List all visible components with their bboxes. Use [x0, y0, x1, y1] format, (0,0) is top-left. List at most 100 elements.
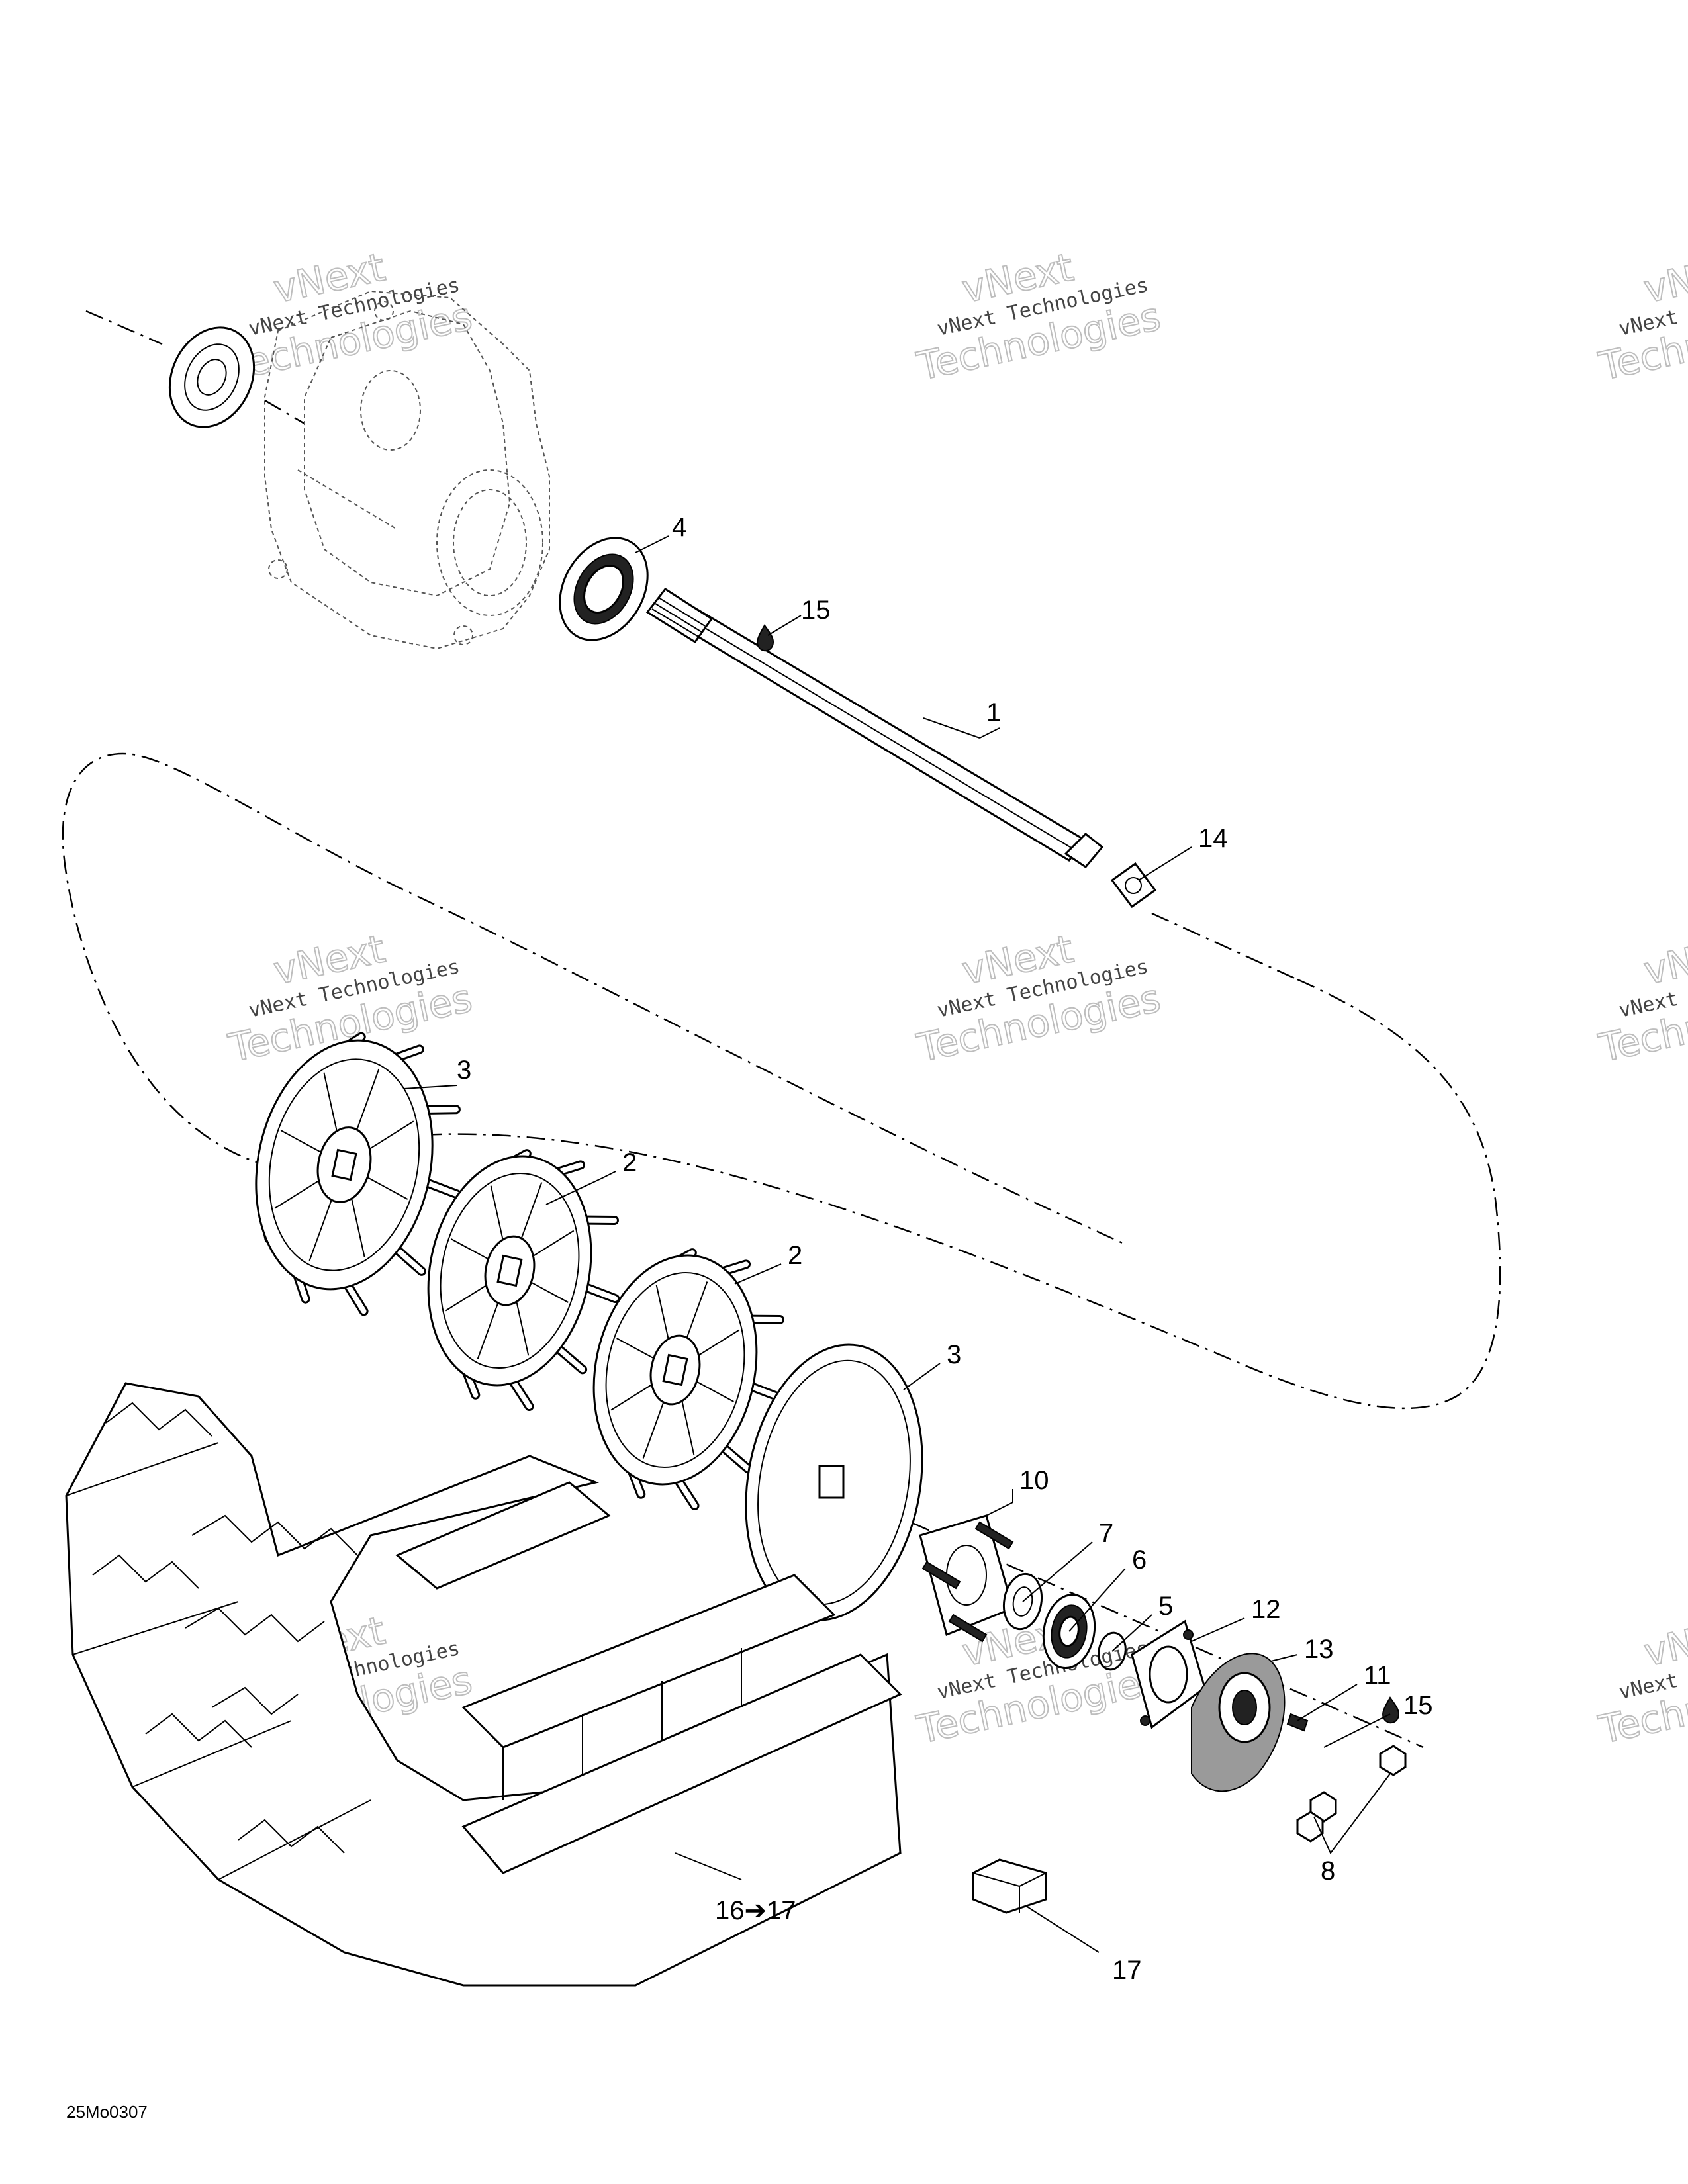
sprocket-spoke: [515, 1299, 530, 1356]
chaincase-boss: [374, 301, 394, 321]
track-slide-upper: [395, 1481, 611, 1590]
callout-2: 2: [622, 1148, 637, 1177]
sprocket-spoke: [694, 1380, 734, 1402]
leader-13: [1270, 1654, 1298, 1662]
sprocket-spoke: [520, 1182, 543, 1241]
wheel-hex-bore: [818, 1465, 845, 1499]
watermark-line1: vNext: [1640, 1608, 1688, 1675]
leader-10: [986, 1489, 1013, 1516]
sprocket-inner-rim: [440, 1172, 580, 1369]
sprocket-inner-rim: [268, 1058, 420, 1271]
sprocket-spoke: [616, 1338, 656, 1360]
drive-shaft-part-1: [645, 587, 1104, 868]
sprocket-spoke: [490, 1185, 504, 1242]
sprocket-spoke: [445, 1283, 489, 1312]
sprocket-spoke: [685, 1281, 708, 1340]
leader-11: [1297, 1684, 1358, 1721]
sprocket-hex-bore: [496, 1254, 523, 1287]
chaincase-bore-inner: [453, 489, 527, 596]
plate-hole: [1183, 1629, 1194, 1640]
leader-2a: [545, 1171, 616, 1205]
nut: [1296, 1811, 1324, 1843]
track-slide-lower: [461, 1653, 902, 1874]
leader-6: [1068, 1568, 1126, 1632]
callout-14: 14: [1198, 824, 1228, 853]
nuts-part-8: [1296, 1745, 1407, 1843]
bearing-housing-part-10: [919, 1514, 1014, 1643]
callout-7: 7: [1099, 1519, 1113, 1548]
callout-15: 15: [1403, 1691, 1433, 1720]
callout-16-17: 16➔17: [715, 1896, 796, 1925]
leader-16: [675, 1852, 742, 1880]
seal-part-4: [559, 537, 649, 641]
bearing-bore: [197, 359, 227, 396]
sprocket-spoke: [451, 1238, 491, 1261]
track-center-cleats: [185, 1514, 358, 1715]
track-path-outline: [62, 752, 1501, 1410]
chaincase-bore: [436, 469, 543, 616]
sprocket-tooth-face: [391, 1244, 424, 1274]
sprocket-spoke: [642, 1400, 665, 1459]
watermark-top-center: vNext vNext Technologies Technologies: [912, 244, 1165, 389]
sprocket-hex-bore: [331, 1148, 357, 1181]
callout-11: 11: [1364, 1661, 1391, 1690]
leader-12: [1191, 1617, 1245, 1642]
leader-17: [1025, 1905, 1100, 1953]
sprocket-spoke: [610, 1383, 654, 1411]
sprocket-spoke: [355, 1068, 380, 1132]
sprocket-spoke: [323, 1072, 338, 1134]
leader-7: [1022, 1541, 1093, 1602]
leader-3b: [903, 1363, 941, 1390]
sprocket-spoke: [274, 1179, 321, 1209]
sprocket-spoke: [365, 1175, 408, 1200]
leader-14: [1138, 846, 1192, 881]
bearing-race: [184, 343, 240, 411]
watermark-line1: vNext: [1640, 926, 1688, 993]
sprocket-hex-bore: [662, 1353, 688, 1387]
stud: [948, 1614, 988, 1643]
sprocket-spoke: [350, 1196, 365, 1257]
chaincase-outline: [264, 290, 550, 650]
upper-bearing: [168, 326, 256, 428]
sprocket-spoke: [367, 1120, 414, 1151]
sprocket-spoke: [308, 1197, 334, 1261]
circlip-ring: [1098, 1631, 1127, 1671]
callout-2: 2: [788, 1241, 802, 1270]
sprocket-part-3: [255, 1032, 462, 1316]
leader-3a: [403, 1085, 457, 1089]
stud: [974, 1521, 1014, 1550]
plug-body: [1110, 862, 1157, 909]
chaincase-inner: [304, 310, 511, 597]
clip-body: [972, 1858, 1047, 1914]
plate-bore: [1149, 1645, 1188, 1704]
callout-5: 5: [1158, 1592, 1173, 1621]
watermark-low-right: vNext vNext Technologies Technologies: [1594, 1607, 1688, 1752]
leader-1: [923, 717, 1000, 739]
chaincase-boss: [268, 559, 288, 579]
stud: [921, 1561, 961, 1590]
sprocket-spoke: [531, 1230, 575, 1258]
sprocket-spoke: [477, 1300, 500, 1359]
bearing-cover-part-13: [1191, 1653, 1286, 1792]
axis-line-shaft-end: [1151, 912, 1298, 981]
track-clip-part-17: [972, 1858, 1047, 1914]
shaft-edge: [661, 602, 1076, 851]
sprocket-spoke: [529, 1281, 569, 1303]
callout-10: 10: [1019, 1466, 1049, 1495]
cover-center: [1232, 1690, 1257, 1725]
seal-bore: [583, 565, 624, 614]
leader-8: [1313, 1773, 1391, 1854]
sprocket-inner-rim: [605, 1271, 745, 1469]
sprockets-group: [255, 1032, 786, 1511]
watermarks: vNext vNext Technologies Technologies vN…: [224, 244, 1688, 1752]
track-windows: [502, 1648, 742, 1800]
callout-3: 3: [947, 1340, 961, 1369]
track-cleats: [92, 1402, 345, 1854]
leader-lines: [403, 535, 1391, 1953]
circlip-part-5: [1098, 1631, 1127, 1671]
callout-12: 12: [1251, 1595, 1281, 1624]
sprocket-tooth-face: [718, 1443, 751, 1472]
axis-line-sprockets: [880, 1508, 1424, 1749]
chaincase-bolt: [297, 469, 398, 530]
